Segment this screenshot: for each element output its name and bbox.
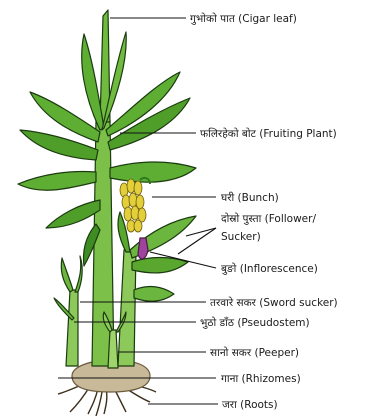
label-sword-sucker: तरवारे सकर (Sword sucker) bbox=[210, 296, 338, 309]
label-bunch: घरी (Bunch) bbox=[221, 191, 279, 204]
label-roots: जरा (Roots) bbox=[222, 399, 278, 411]
label-follower-line2: Sucker) bbox=[221, 231, 261, 243]
leader-follower-a bbox=[178, 228, 216, 254]
label-follower-line1: दोस्रो पुस्ता (Follower/ bbox=[221, 212, 316, 225]
label-inflorescence: बुङो (Inflorescence) bbox=[221, 262, 318, 275]
leader-follower-b bbox=[186, 228, 216, 236]
label-rhizomes: गाना (Rhizomes) bbox=[221, 373, 301, 385]
label-pseudostem: भुठो डाँठ (Pseudostem) bbox=[200, 316, 310, 329]
inflorescence-illustration bbox=[138, 238, 148, 259]
part-labels: गुभोको पात (Cigar leaf) फलिरहेको बोट (Fr… bbox=[190, 12, 338, 411]
label-peeper: सानो सकर (Peeper) bbox=[210, 346, 299, 359]
label-cigar-leaf: गुभोको पात (Cigar leaf) bbox=[190, 12, 297, 25]
peeper-stem bbox=[108, 330, 118, 368]
banana-plant-illustration bbox=[18, 10, 196, 416]
sword-sucker-stem bbox=[66, 290, 78, 366]
label-fruiting-plant: फलिरहेको बोट (Fruiting Plant) bbox=[200, 127, 337, 140]
